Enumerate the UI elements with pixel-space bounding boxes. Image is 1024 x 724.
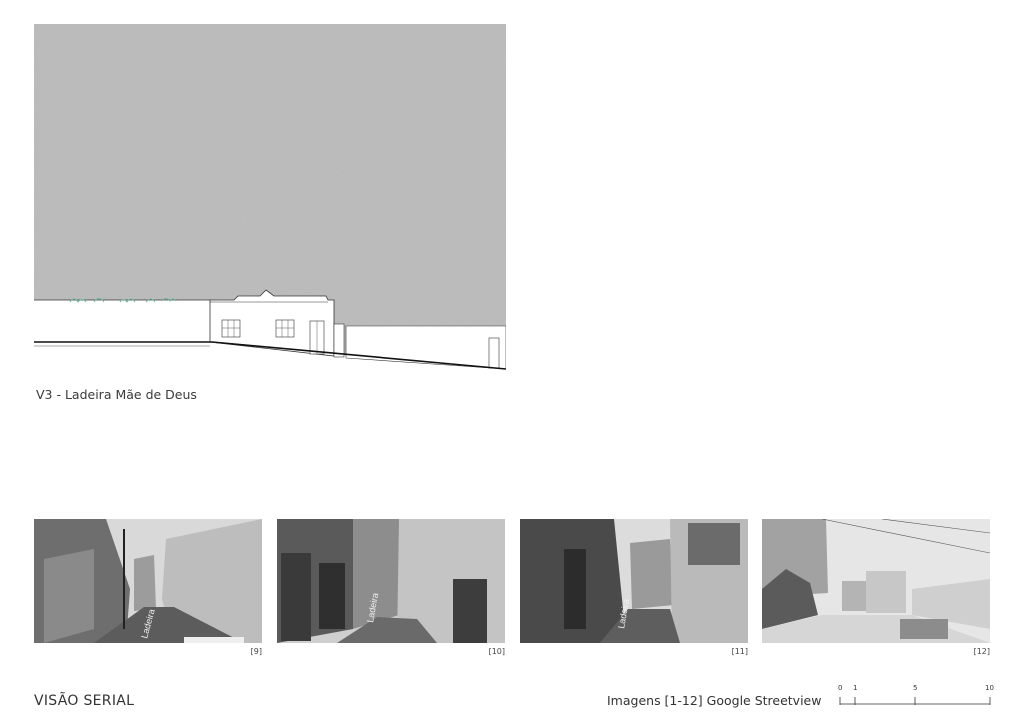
scale-tick-10: 10 bbox=[985, 684, 994, 692]
streetview-photo-12 bbox=[762, 519, 990, 643]
drawing-caption: V3 - Ladeira Mãe de Deus bbox=[36, 387, 197, 402]
scale-tick-0: 0 bbox=[838, 684, 843, 692]
scale-bar: 0 1 5 10 bbox=[838, 684, 994, 710]
photo-12-label: [12] bbox=[973, 647, 990, 656]
photo-9-label: [9] bbox=[250, 647, 262, 656]
streetview-photo-10: Ladeira bbox=[277, 519, 505, 643]
scale-tick-5: 5 bbox=[913, 684, 918, 692]
sheet-title: VISÃO SERIAL bbox=[34, 693, 135, 709]
image-credit: Imagens [1-12] Google Streetview bbox=[607, 693, 822, 708]
photo-10-label: [10] bbox=[488, 647, 505, 656]
photo-11-label: [11] bbox=[731, 647, 748, 656]
streetview-photo-11: Ladeira bbox=[520, 519, 748, 643]
street-elevation-drawing bbox=[34, 24, 506, 380]
scale-tick-1: 1 bbox=[853, 684, 858, 692]
streetview-photo-9: Ladeira bbox=[34, 519, 262, 643]
